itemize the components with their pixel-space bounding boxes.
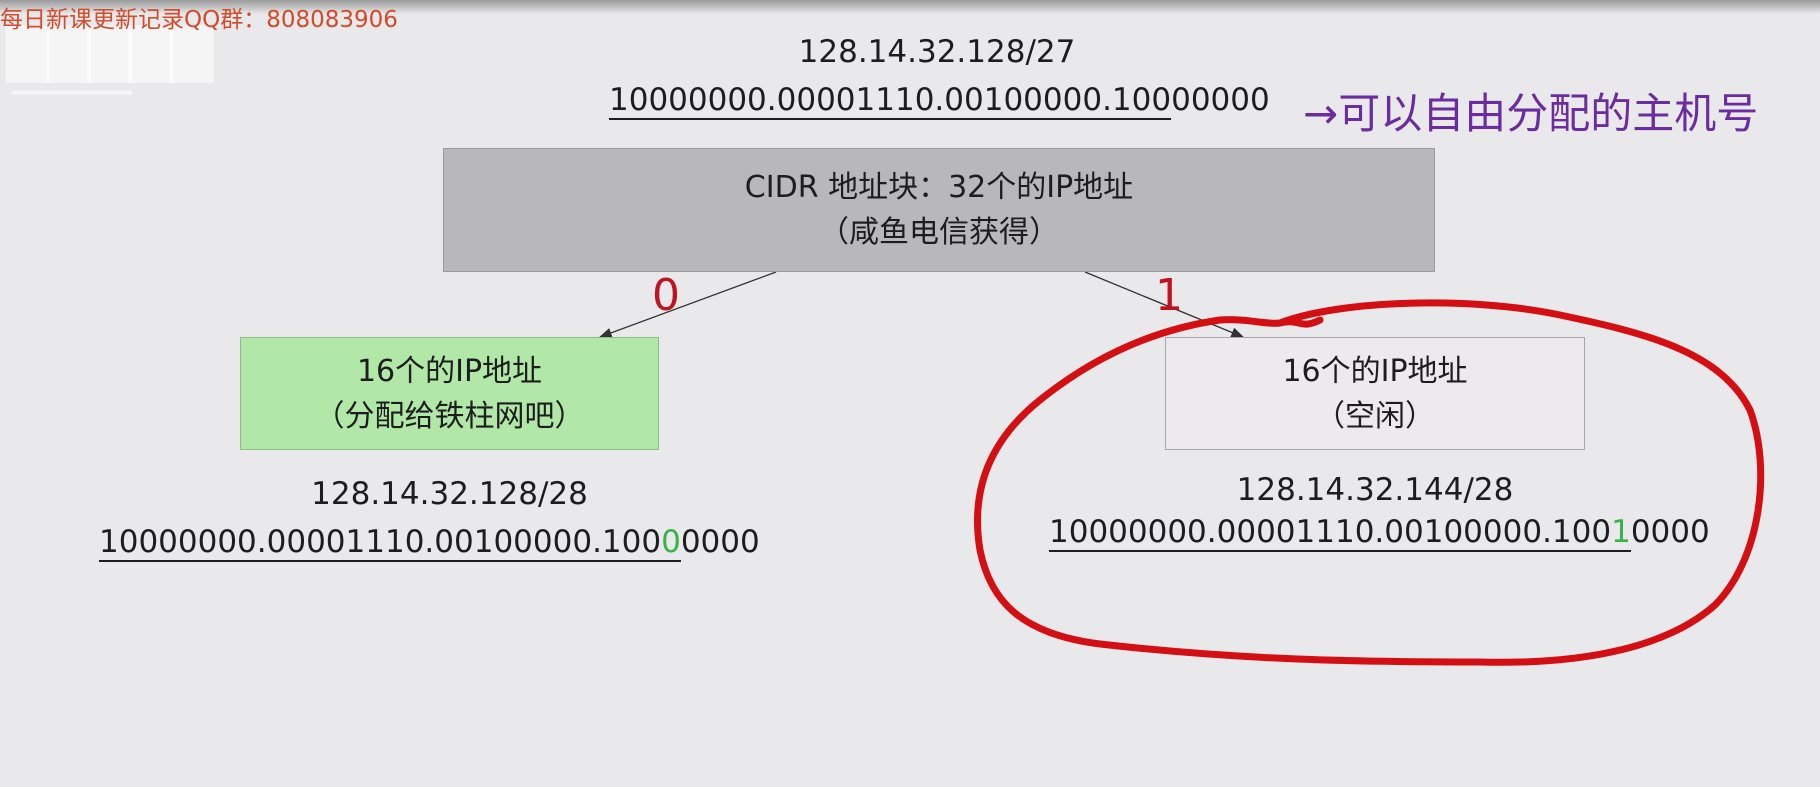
right-subnet-size: 16个的IP地址 (1282, 353, 1468, 389)
right-binary: 10000000.00001110.00100000.10010000 (1049, 514, 1710, 552)
left-binary-bit: 0 (661, 524, 681, 560)
top-binary: 10000000.00001110.00100000.10000000 (609, 82, 1270, 120)
edge-label-1: 1 (1155, 270, 1183, 321)
logo-watermark: ▇▇▇▇▇ (6, 18, 213, 83)
edge-to-right-arrow (1084, 271, 1245, 338)
right-binary-suffix: 0000 (1630, 514, 1710, 550)
left-subnet-size: 16个的IP地址 (356, 353, 543, 389)
right-binary-bit: 1 (1611, 514, 1631, 550)
left-binary-suffix: 0000 (680, 524, 760, 560)
left-subnet-owner: （分配给铁柱网吧） (314, 398, 585, 434)
cidr-block-owner: （咸鱼电信获得） (819, 215, 1059, 250)
top-binary-suffix: 00000 (1171, 82, 1270, 118)
right-binary-prefix: 10000000.00001110.00100000.100 (1049, 514, 1612, 550)
right-binary-prefix-underlined: 10000000.00001110.00100000.1001 (1049, 514, 1631, 552)
right-cidr: 128.14.32.144/28 (1236, 472, 1514, 508)
top-bar (0, 0, 1820, 14)
host-bits-note: →可以自由分配的主机号 (1303, 89, 1759, 138)
left-binary-prefix-underlined: 10000000.00001110.00100000.1000 (99, 524, 681, 562)
left-subnet-box: 16个的IP地址 （分配给铁柱网吧） (240, 337, 659, 450)
edge-to-left-arrow (598, 271, 777, 338)
logo-watermark-sub: ▔▔▔▔▔▔ (12, 92, 132, 122)
hand-drawn-circle (974, 299, 1765, 666)
top-binary-prefix: 10000000.00001110.00100000.100 (609, 82, 1172, 120)
top-cidr: 128.14.32.128/27 (798, 34, 1076, 70)
left-binary: 10000000.00001110.00100000.10000000 (99, 524, 760, 562)
left-cidr: 128.14.32.128/28 (311, 476, 588, 512)
right-subnet-box: 16个的IP地址 （空闲） (1165, 337, 1585, 450)
qq-group-watermark: 每日新课更新记录QQ群：808083906 (0, 7, 398, 33)
cidr-block-box: CIDR 地址块：32个的IP地址 （咸鱼电信获得） (443, 148, 1435, 272)
left-binary-prefix: 10000000.00001110.00100000.100 (99, 524, 662, 560)
cidr-block-title: CIDR 地址块：32个的IP地址 (744, 170, 1134, 205)
edge-label-0: 0 (652, 270, 680, 321)
right-subnet-status: （空闲） (1315, 398, 1435, 434)
